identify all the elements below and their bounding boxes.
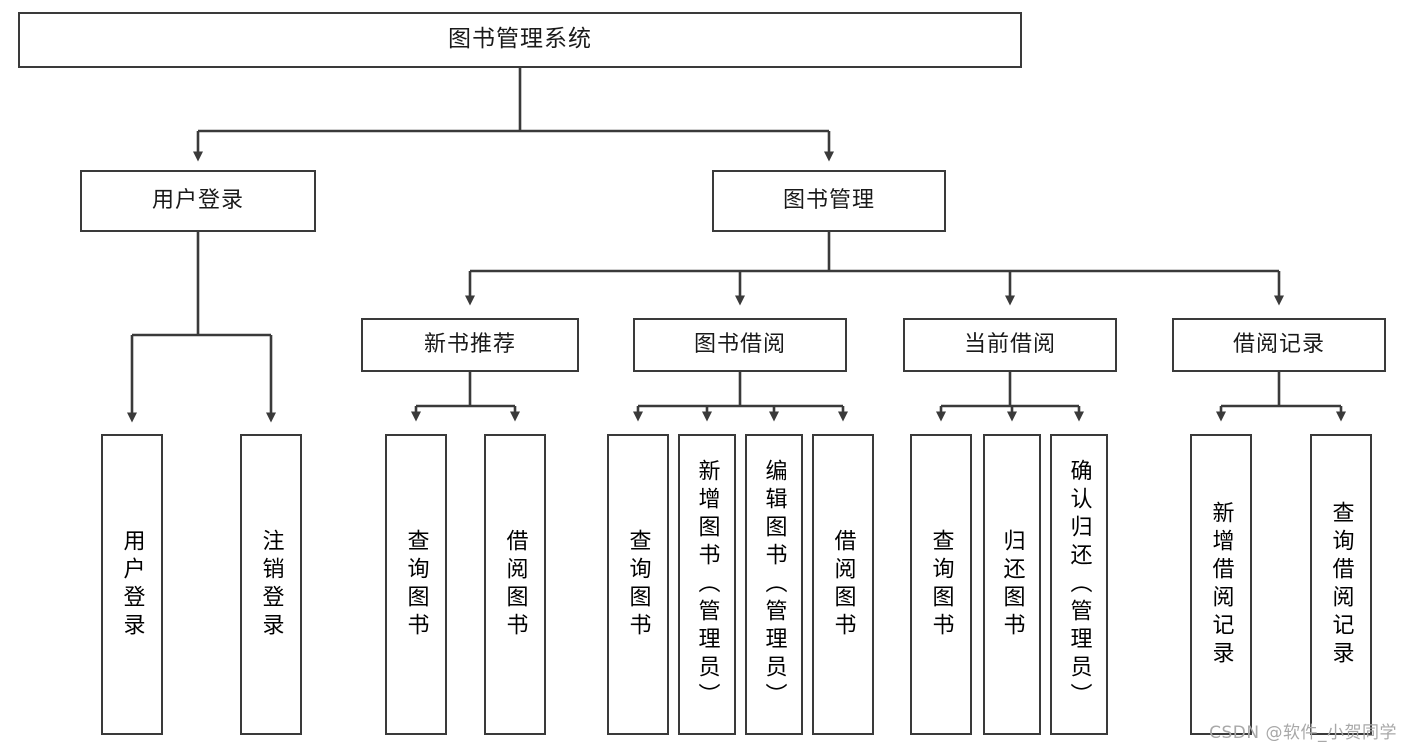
- node-leaf-label: 借阅图书: [502, 528, 528, 641]
- node-level3-label: 当前借阅: [963, 331, 1056, 357]
- node-level2-label: 图书管理: [782, 187, 875, 213]
- node-leaf-6[interactable]: 新增图书（管理员）: [678, 434, 736, 735]
- node-level3-label: 新书推荐: [423, 331, 516, 357]
- node-leaf-1[interactable]: 用户登录: [101, 434, 163, 735]
- node-leaf-label: 新增图书（管理员）: [694, 458, 720, 711]
- node-level3-1[interactable]: 新书推荐: [361, 318, 579, 372]
- node-leaf-label: 归还图书: [999, 528, 1025, 641]
- node-leaf-10[interactable]: 归还图书: [983, 434, 1041, 735]
- node-level2-2[interactable]: 图书管理: [712, 170, 946, 232]
- node-leaf-label: 查询图书: [625, 528, 651, 641]
- node-leaf-5[interactable]: 查询图书: [607, 434, 669, 735]
- node-leaf-label: 用户登录: [119, 528, 145, 641]
- watermark: CSDN @软件_小贺同学: [1209, 723, 1397, 743]
- node-leaf-label: 查询图书: [403, 528, 429, 641]
- node-leaf-9[interactable]: 查询图书: [910, 434, 972, 735]
- node-level3-label: 借阅记录: [1232, 331, 1325, 357]
- node-leaf-label: 查询借阅记录: [1328, 500, 1354, 669]
- node-leaf-13[interactable]: 查询借阅记录: [1310, 434, 1372, 735]
- node-level3-3[interactable]: 当前借阅: [903, 318, 1117, 372]
- node-leaf-4[interactable]: 借阅图书: [484, 434, 546, 735]
- node-leaf-11[interactable]: 确认归还（管理员）: [1050, 434, 1108, 735]
- node-level3-2[interactable]: 图书借阅: [633, 318, 847, 372]
- node-leaf-label: 编辑图书（管理员）: [761, 458, 787, 711]
- node-leaf-8[interactable]: 借阅图书: [812, 434, 874, 735]
- node-leaf-12[interactable]: 新增借阅记录: [1190, 434, 1252, 735]
- node-level3-4[interactable]: 借阅记录: [1172, 318, 1386, 372]
- node-level3-label: 图书借阅: [693, 331, 786, 357]
- node-leaf-label: 借阅图书: [830, 528, 856, 641]
- node-level2-1[interactable]: 用户登录: [80, 170, 316, 232]
- node-leaf-label: 新增借阅记录: [1208, 500, 1234, 669]
- node-level2-label: 用户登录: [151, 187, 244, 213]
- node-leaf-2[interactable]: 注销登录: [240, 434, 302, 735]
- node-leaf-3[interactable]: 查询图书: [385, 434, 447, 735]
- node-leaf-label: 查询图书: [928, 528, 954, 641]
- node-leaf-label: 确认归还（管理员）: [1066, 458, 1092, 711]
- node-root[interactable]: 图书管理系统: [18, 12, 1022, 68]
- node-leaf-label: 注销登录: [258, 528, 284, 641]
- node-leaf-7[interactable]: 编辑图书（管理员）: [745, 434, 803, 735]
